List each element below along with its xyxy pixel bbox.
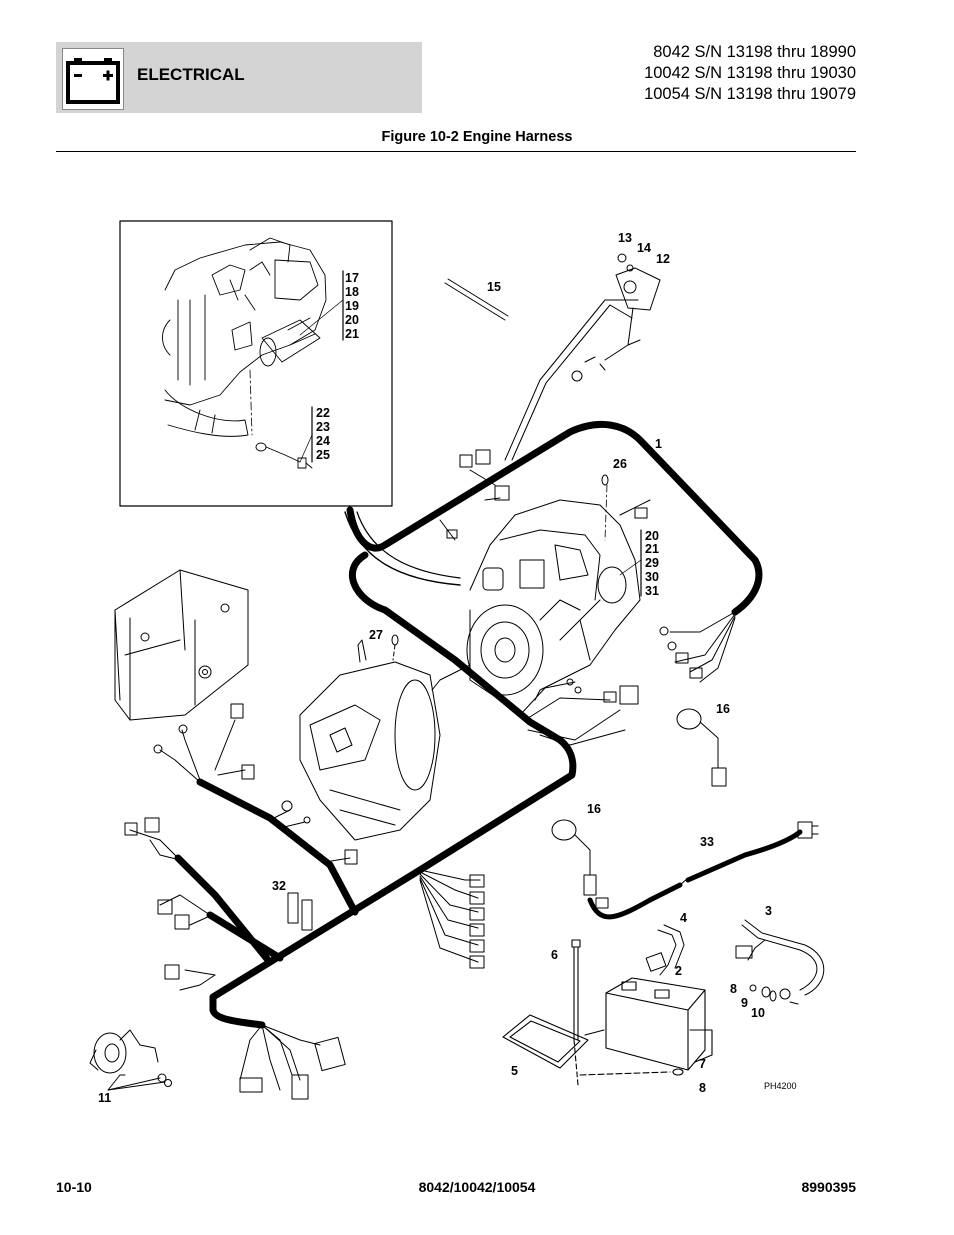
callout-16-lower: 16 [587,802,601,816]
callout-inset-25: 25 [316,448,330,462]
inset-sensor-sketch [255,442,313,469]
callout-14: 14 [637,241,651,255]
cable-4-sketch [645,924,685,976]
serial-range: 10042 S/N 13198 thru 19030 [644,64,856,82]
callout-1: 1 [655,437,662,451]
callout-inset-23: 23 [316,420,330,434]
inset-frame [119,220,393,507]
callout-16: 16 [716,702,730,716]
callout-12: 12 [656,252,670,266]
serial-range: 8042 S/N 13198 thru 18990 [653,43,856,61]
figure-code: PH4200 [764,1081,797,1091]
callout-3: 3 [765,904,772,918]
callout-inset-18: 18 [345,285,359,299]
inset-starter-sketch [162,237,327,437]
engine-sketch [431,499,641,701]
callout-inset-24: 24 [316,434,330,448]
callout-10: 10 [751,1006,765,1020]
callout-15: 15 [487,280,501,294]
hold-down-rod-sketch [571,939,581,1086]
callout-5: 5 [511,1064,518,1078]
callout-26: 26 [613,457,627,471]
callout-7: 7 [699,1057,706,1071]
callout-27: 27 [369,628,383,642]
callout-33: 33 [700,835,714,849]
callout-8-lower: 8 [699,1081,706,1095]
callout-4: 4 [680,911,687,925]
callout-group-30: 30 [645,570,659,584]
main-harness [174,421,763,1029]
hydraulic-tank-sketch [114,569,249,721]
callout-group-31: 31 [645,584,659,598]
callout-11: 11 [98,1091,111,1105]
callout-group-21: 21 [645,542,659,556]
callout-inset-21: 21 [345,327,359,341]
callout-9: 9 [741,996,748,1010]
harness-33 [587,821,819,920]
callout-32: 32 [272,879,286,893]
callout-group-20: 20 [645,529,659,543]
battery-tray-sketch [502,1014,589,1069]
page-number: 10-10 [56,1179,92,1195]
switch-12-sketch [571,253,661,382]
callout-inset-20: 20 [345,313,359,327]
footer-models: 8042/10042/10054 [418,1179,536,1195]
callout-13: 13 [618,231,632,245]
cable-tie-15 [444,282,506,321]
horn-sketch [89,1029,172,1091]
serial-range: 10054 S/N 13198 thru 19079 [644,85,856,103]
callout-labels: 1 2 3 4 5 6 7 8 8 9 10 11 12 13 14 15 16… [98,231,797,1105]
connector-sketches [124,449,727,1100]
header-divider [56,151,856,152]
section-header: ELECTRICAL [56,42,422,113]
battery-sketch [579,977,713,1076]
serial-range-list: 8042 S/N 13198 thru 18990 10042 S/N 1319… [644,42,856,105]
battery-icon [62,48,124,110]
callout-8: 8 [730,982,737,996]
transmission-sketch [299,634,441,841]
callout-group-29: 29 [645,556,659,570]
document-number: 8990395 [801,1179,856,1195]
fastener-sketch [749,984,799,1005]
callout-6: 6 [551,948,558,962]
branch-wires [129,299,736,1091]
section-title: ELECTRICAL [137,65,245,84]
figure-caption: Figure 10-2 Engine Harness [381,129,573,145]
callout-inset-22: 22 [316,406,330,420]
callout-inset-19: 19 [345,299,359,313]
callout-inset-17: 17 [345,271,359,285]
cable-3-sketch [735,919,825,1000]
callout-2: 2 [675,964,682,978]
